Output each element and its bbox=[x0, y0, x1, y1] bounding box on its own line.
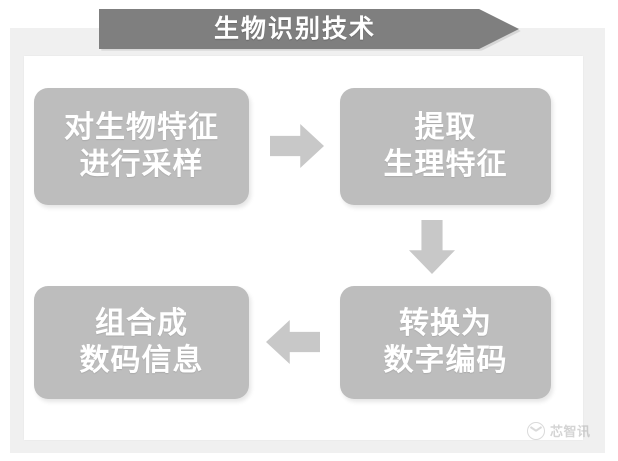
step-assemble-line1: 组合成 bbox=[95, 306, 188, 340]
step-box-encode: 转换为 数字编码 bbox=[340, 286, 551, 399]
watermark-text: 芯智讯 bbox=[550, 424, 591, 439]
step-extract-line2: 生理特征 bbox=[383, 147, 508, 181]
step-extract-line1: 提取 bbox=[414, 110, 477, 144]
step-assemble-line2: 数码信息 bbox=[79, 343, 204, 377]
step-sample-line2: 进行采样 bbox=[79, 147, 204, 181]
watermark: 芯智讯 bbox=[527, 421, 591, 440]
page-title: 生物识别技术 bbox=[213, 14, 376, 43]
step-sample-line1: 对生物特征 bbox=[64, 110, 219, 144]
step-box-sample: 对生物特征 进行采样 bbox=[34, 88, 249, 205]
step-box-assemble: 组合成 数码信息 bbox=[34, 286, 249, 399]
step-encode-line1: 转换为 bbox=[399, 306, 492, 340]
watermark-logo-icon bbox=[527, 421, 545, 440]
step-box-extract: 提取 生理特征 bbox=[340, 88, 551, 205]
title-banner: 生物识别技术 bbox=[99, 9, 519, 49]
step-encode-line2: 数字编码 bbox=[383, 343, 508, 377]
